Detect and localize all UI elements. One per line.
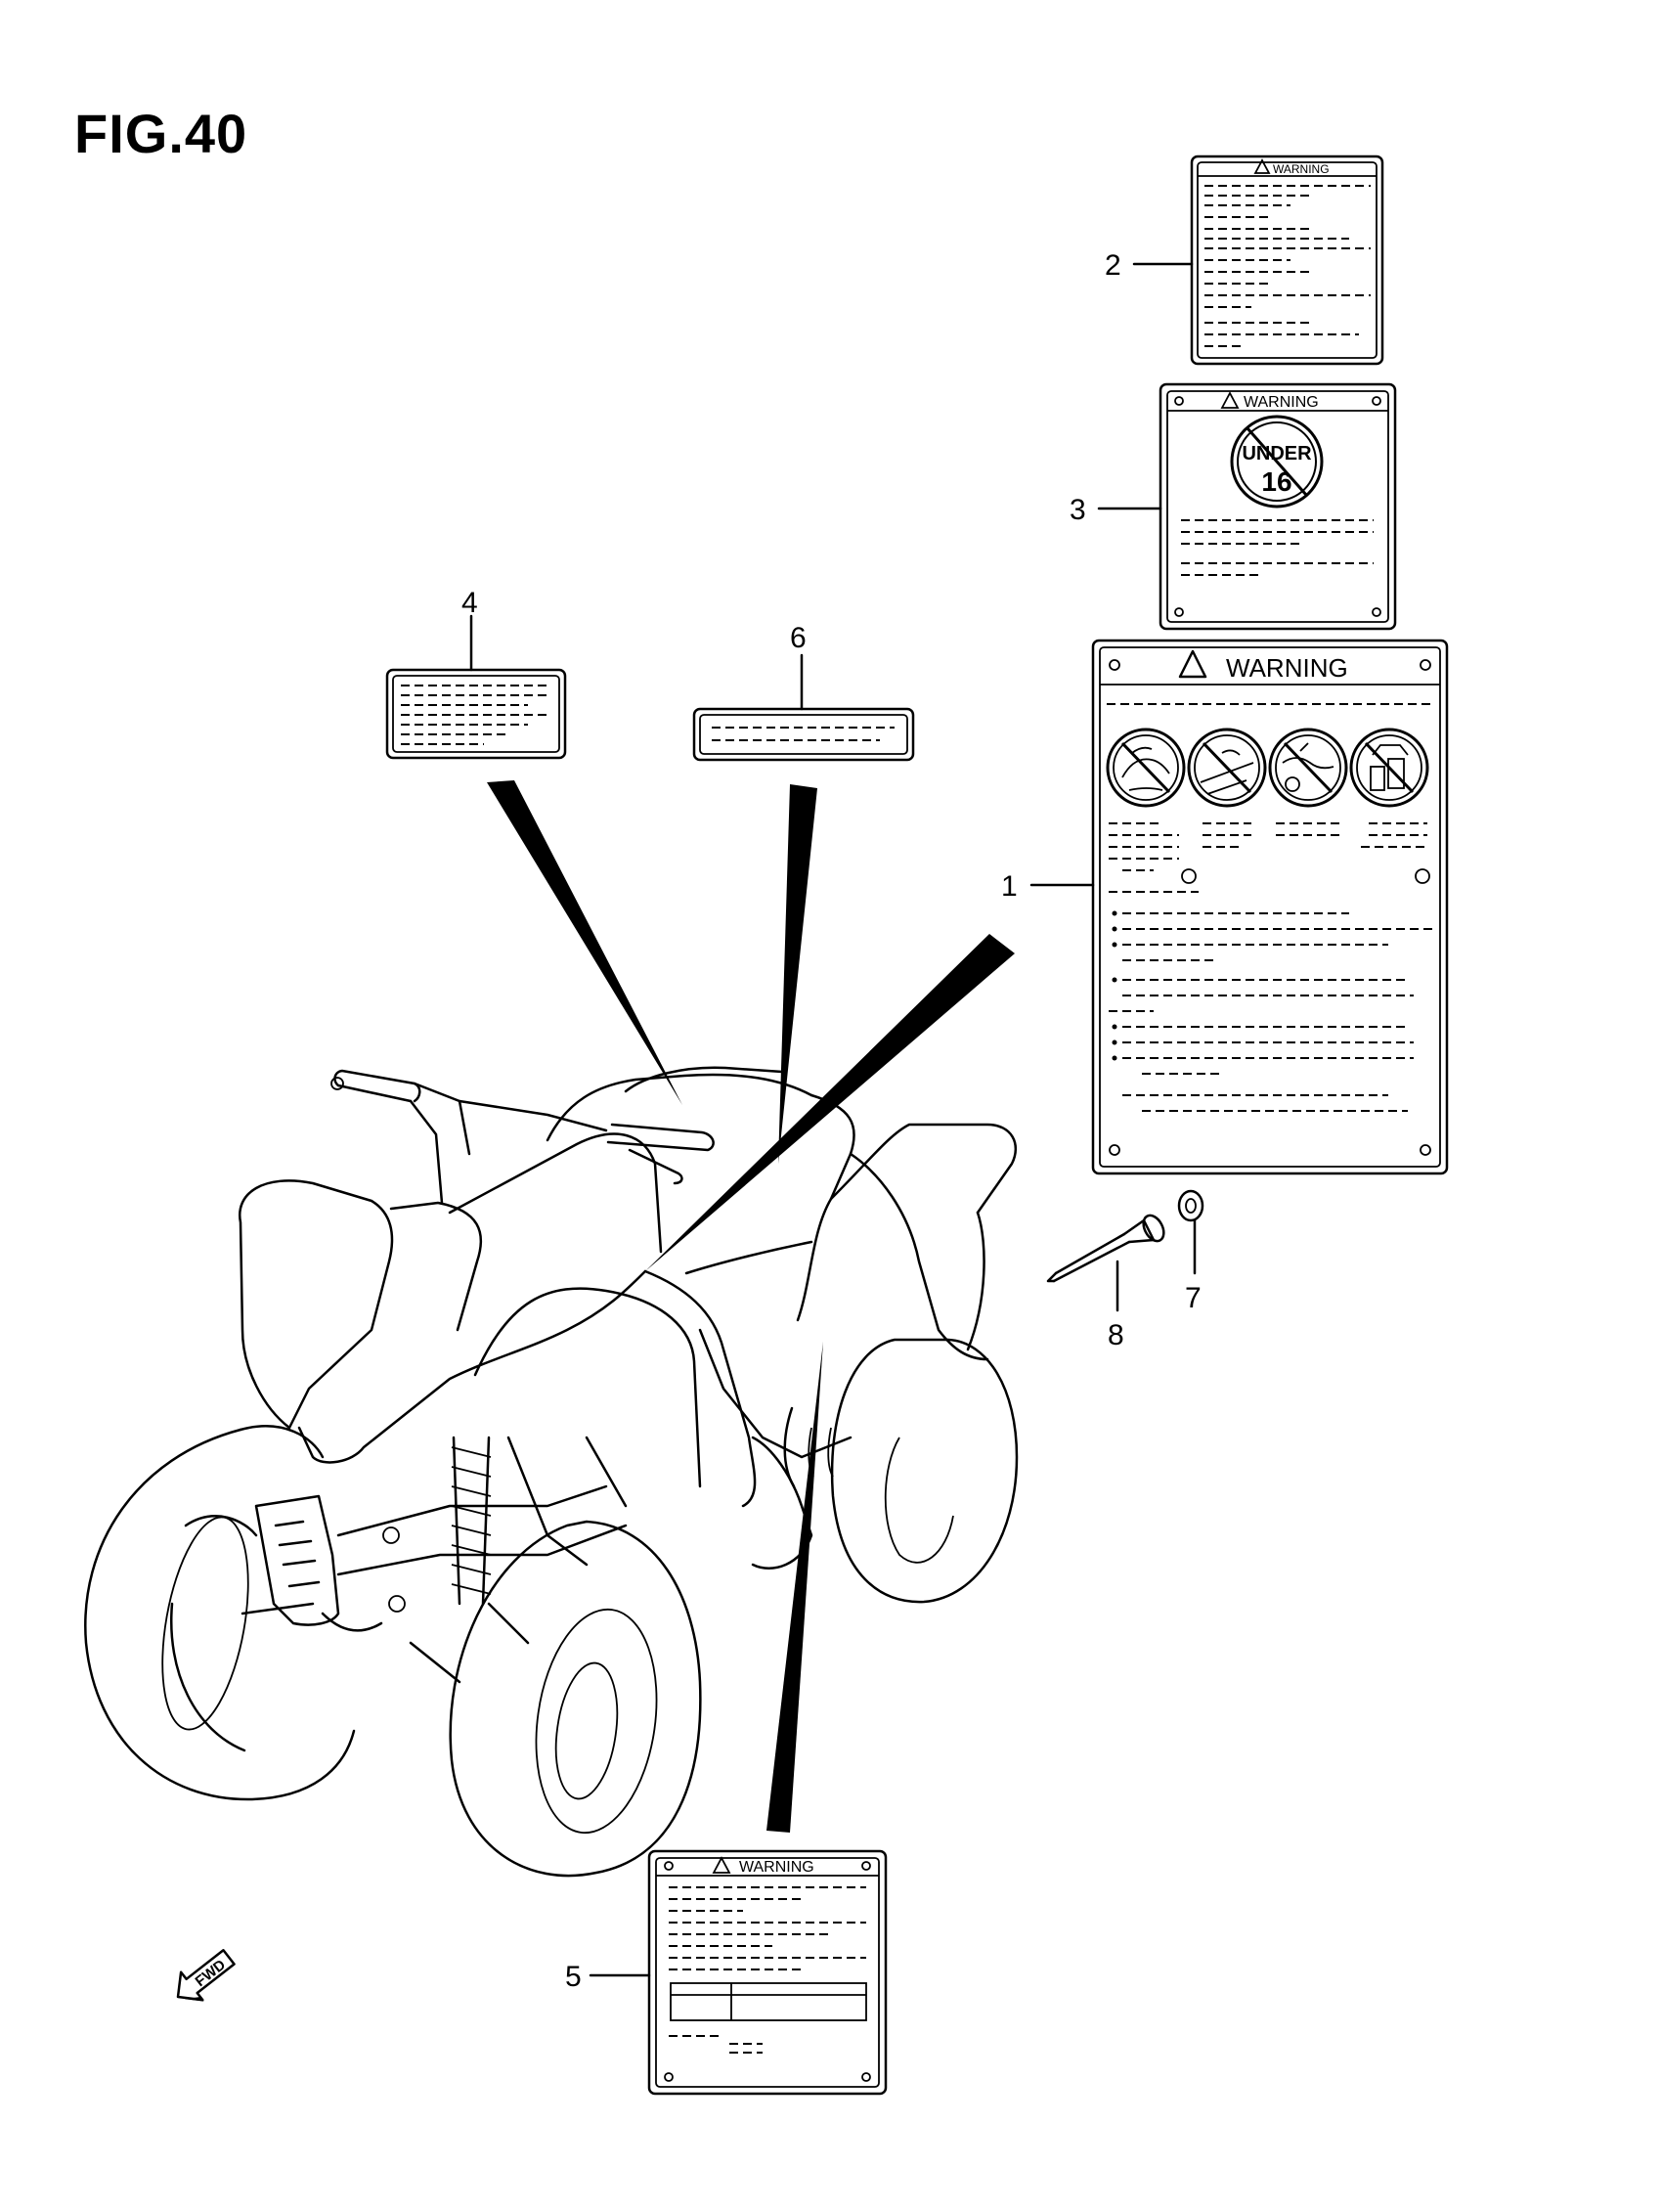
- badge-under-text: UNDER: [1242, 443, 1312, 465]
- label-6[interactable]: [692, 707, 915, 762]
- prohibition-pictograms: [1106, 728, 1429, 808]
- label-4[interactable]: [385, 668, 567, 760]
- fwd-arrow-icon: FWD: [176, 1949, 236, 2002]
- label-1-text-lines: [1109, 822, 1433, 1112]
- label-2-header: WARNING: [1273, 162, 1330, 176]
- callout-5: 5: [565, 1961, 582, 1993]
- label-5-header: WARNING: [739, 1859, 814, 1876]
- label-4-text-lines: [401, 685, 547, 745]
- warning-triangle-icon: [1253, 158, 1271, 174]
- label-3-text-lines: [1181, 519, 1374, 576]
- no-passenger-icon: [1106, 728, 1186, 808]
- callout-1: 1: [1001, 870, 1018, 903]
- warning-triangle-icon: [1220, 391, 1240, 409]
- label-5-table: [670, 1982, 867, 2021]
- label-3[interactable]: WARNING UNDER 16: [1159, 382, 1397, 631]
- no-paved-road-icon: [1187, 728, 1267, 808]
- callout-3: 3: [1070, 494, 1086, 526]
- label-5-text-lines: [669, 1886, 866, 1970]
- figure-title: FIG.40: [74, 103, 248, 164]
- callout-2: 2: [1105, 249, 1121, 282]
- callout-7: 7: [1185, 1282, 1202, 1314]
- callout-4: 4: [461, 587, 478, 619]
- callout-8: 8: [1108, 1319, 1124, 1351]
- badge-16-text: 16: [1261, 466, 1291, 497]
- label-1-header: WARNING: [1226, 653, 1348, 683]
- under-16-badge-icon: UNDER 16: [1230, 415, 1324, 509]
- washer-part-7[interactable]: [1177, 1189, 1204, 1222]
- atv-illustration: [84, 1066, 1019, 1878]
- label-1[interactable]: WARNING: [1091, 639, 1449, 1175]
- pointer-wedges: [487, 780, 1015, 1833]
- label-2[interactable]: WARNING: [1190, 155, 1384, 366]
- warning-triangle-icon: [1178, 649, 1207, 679]
- rivet-part-8[interactable]: [1046, 1212, 1168, 1283]
- label-5[interactable]: WARNING: [647, 1849, 888, 2096]
- no-alcohol-icon: [1349, 728, 1429, 808]
- label-2-text-lines: [1204, 185, 1371, 347]
- label-3-header: WARNING: [1244, 394, 1319, 411]
- label-6-text-lines: [712, 727, 895, 741]
- no-reckless-riding-icon: [1268, 728, 1348, 808]
- warning-triangle-icon: [712, 1856, 731, 1874]
- callout-6: 6: [790, 622, 807, 654]
